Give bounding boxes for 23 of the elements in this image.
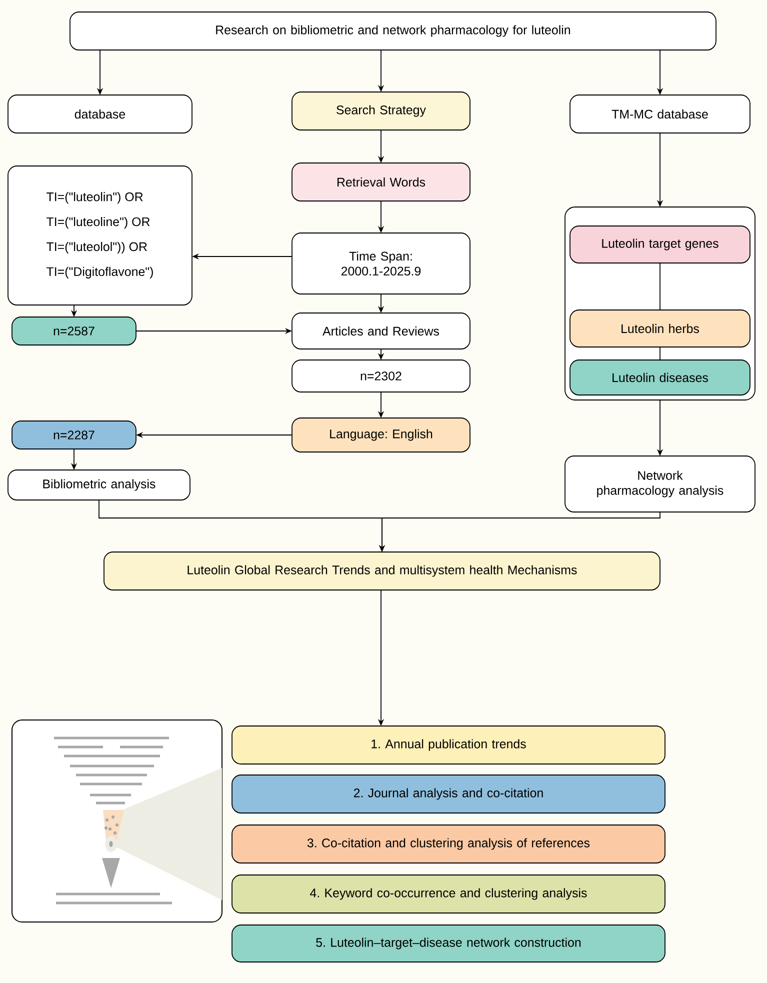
item-box: 3. Co-citation and clustering analysis of references [232,824,666,864]
process-box: Time Span: 2000.1-2025.9 [292,232,470,294]
count-box: n=2587 [12,316,136,346]
process-box: Luteolin target genes [570,226,750,264]
count-box: n=2287 [12,420,136,450]
item-box: 2. Journal analysis and co-citation [232,774,666,814]
process-box: Luteolin herbs [570,310,750,348]
process-box: Articles and Reviews [292,312,470,350]
process-box: Bibliometric analysis [8,470,190,500]
process-box: Language: English [292,418,470,452]
item-box: 4. Keyword co-occurrence and clustering analysis [232,874,666,914]
process-box: Network pharmacology analysis [564,456,756,512]
item-box: 5. Luteolin–target–disease network construction [232,924,666,962]
process-box: Luteolin diseases [570,360,750,396]
database-box: database [8,94,192,134]
process-box: Retrieval Words [292,162,470,202]
title-box: Research on bibliometric and network pharmacology for luteolin [70,12,716,50]
query-box: TI=("luteolin") OR TI=("luteoline") OR TI=("luteolol")) OR TI=("Digitoflavone") [8,166,192,306]
result-box: Luteolin Global Research Trends and multisystem health Mechanisms [104,552,660,590]
item-box: 1. Annual publication trends [232,726,666,764]
count-box: n=2302 [292,360,470,392]
process-box: Search Strategy [292,92,470,130]
database-box: TM-MC database [570,94,750,134]
